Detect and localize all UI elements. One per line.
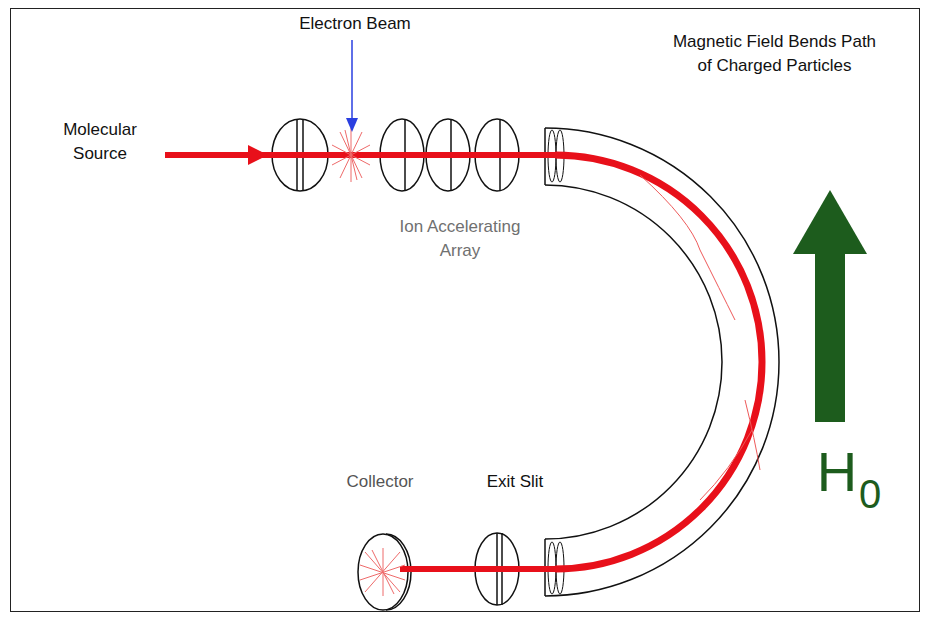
tube-outer bbox=[545, 128, 779, 596]
field-subscript: 0 bbox=[852, 472, 888, 516]
electron-beam-arrow bbox=[351, 40, 353, 128]
field-symbol: H bbox=[812, 440, 862, 504]
exit-slit-label: Exit Slit bbox=[460, 470, 570, 494]
field-arrowhead bbox=[793, 190, 867, 254]
ionization-burst bbox=[332, 128, 370, 182]
stray-ion-traces bbox=[640, 175, 760, 500]
magnetic-field-label: Magnetic Field Bends Path of Charged Par… bbox=[672, 30, 877, 78]
ion-path bbox=[555, 155, 762, 569]
stray-trace bbox=[640, 175, 735, 320]
stray-trace bbox=[700, 430, 752, 500]
collector-burst bbox=[360, 548, 405, 596]
beam-arrowhead bbox=[248, 145, 268, 165]
electron-beam-arrowhead bbox=[346, 118, 358, 132]
collector-label: Collector bbox=[325, 470, 435, 494]
ion-beam bbox=[400, 566, 556, 572]
array-label: Ion Accelerating Array bbox=[380, 215, 540, 263]
field-arrow-shaft bbox=[815, 252, 845, 422]
electron-beam-label: Electron Beam bbox=[285, 12, 425, 36]
ion-beam bbox=[165, 152, 556, 158]
tube-inner bbox=[545, 185, 722, 539]
stray-trace bbox=[745, 400, 760, 470]
source-label: Molecular Source bbox=[40, 118, 160, 166]
lens-group bbox=[272, 119, 519, 610]
frame bbox=[11, 9, 920, 612]
